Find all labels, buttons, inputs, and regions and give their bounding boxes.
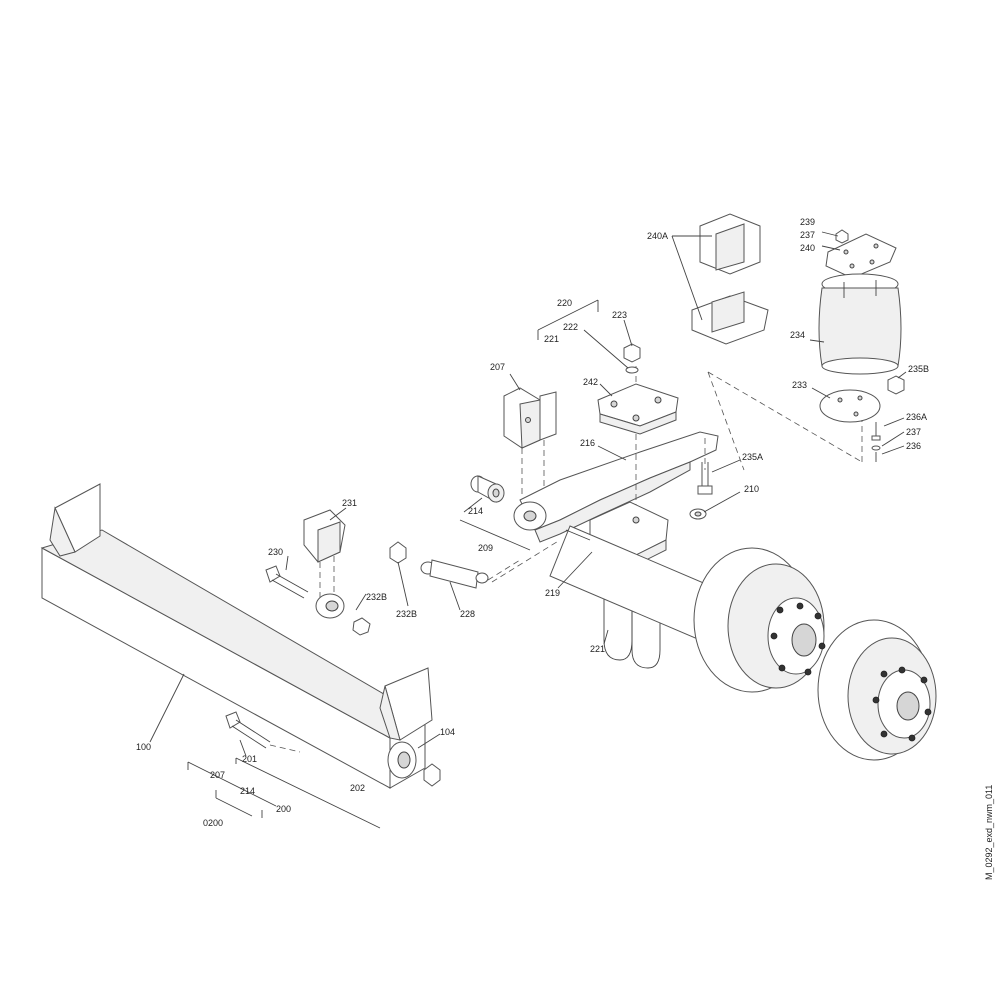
bolt-235A [697, 462, 713, 495]
bracket-240A-upper [699, 213, 761, 275]
label-237-bottom: 237 [906, 427, 921, 437]
label-235A: 235A [742, 452, 763, 462]
label-240: 240 [800, 243, 815, 253]
air-spring-234 [818, 273, 902, 375]
washer-210 [689, 508, 707, 520]
bracket-240A-lower [691, 291, 769, 345]
label-235B: 235B [908, 364, 929, 374]
label-221-top: 221 [544, 334, 559, 344]
bushing-232B [315, 541, 407, 636]
label-230: 230 [268, 547, 283, 557]
bushing-214 [470, 475, 505, 503]
brake-drum [693, 547, 826, 693]
label-240A: 240A [647, 231, 668, 241]
axle-beam-100 [40, 483, 441, 789]
hub-disc [817, 619, 937, 761]
bolt-230 [265, 565, 309, 599]
drawing-code: M_0292_exd_nwm_011 [984, 785, 994, 880]
bolt-201 [225, 711, 301, 753]
label-236: 236 [906, 441, 921, 451]
label-0200: 0200 [203, 818, 223, 828]
label-200: 200 [276, 804, 291, 814]
nut-223 [623, 343, 641, 374]
assembly-guides [491, 371, 863, 583]
label-223: 223 [612, 310, 627, 320]
label-234: 234 [790, 330, 805, 340]
label-237-top: 237 [800, 230, 815, 240]
nut-235B [887, 375, 905, 395]
label-233: 233 [792, 380, 807, 390]
label-104: 104 [440, 727, 455, 737]
bracket-231 [303, 509, 346, 600]
label-222: 222 [563, 322, 578, 332]
trailing-arm-216 [513, 431, 719, 543]
label-209: 209 [478, 543, 493, 553]
label-239: 239 [800, 217, 815, 227]
bracket-207 [503, 387, 557, 495]
label-216: 216 [580, 438, 595, 448]
part-labels: 239 237 240 240A 220 223 222 221 234 235… [136, 217, 929, 828]
label-207-top: 207 [490, 362, 505, 372]
bolt-236 [871, 445, 881, 462]
label-232B-right: 232B [396, 609, 417, 619]
leader-lines [149, 231, 907, 829]
top-plate-242 [597, 366, 679, 512]
shock-absorber-228 [420, 559, 521, 589]
label-100: 100 [136, 742, 151, 752]
label-242: 242 [583, 377, 598, 387]
label-231: 231 [342, 498, 357, 508]
base-plate-233 [819, 389, 881, 423]
label-202: 202 [350, 783, 365, 793]
label-221-bottom: 221 [590, 644, 605, 654]
label-228: 228 [460, 609, 475, 619]
plate-240 [825, 229, 897, 279]
label-207-bottom: 207 [210, 770, 225, 780]
label-201: 201 [242, 754, 257, 764]
label-210: 210 [744, 484, 759, 494]
label-236A: 236A [906, 412, 927, 422]
label-214-mid: 214 [468, 506, 483, 516]
bolt-236A [871, 422, 881, 441]
label-219: 219 [545, 588, 560, 598]
label-220: 220 [557, 298, 572, 308]
label-232B-left: 232B [366, 592, 387, 602]
label-214-bottom: 214 [240, 786, 255, 796]
